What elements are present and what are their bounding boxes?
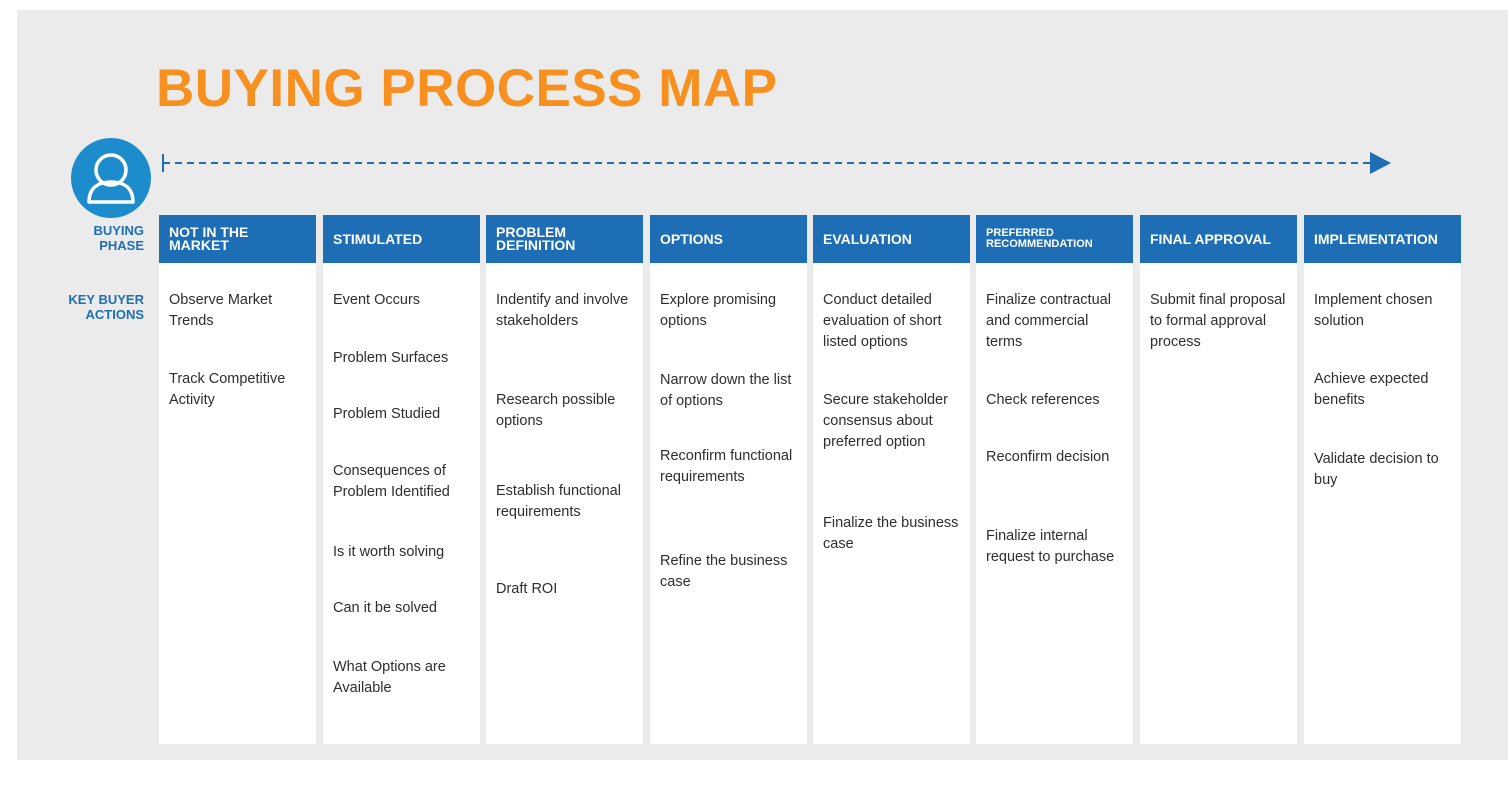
buyer-action: Problem Studied (333, 406, 441, 422)
buyer-action: Consequences of Problem Identified (333, 463, 450, 500)
buyer-action: Implement chosen solution (1314, 292, 1433, 329)
buyer-action: Explore promising options (660, 292, 777, 329)
buyer-action: Finalize contractual and commercial term… (986, 292, 1111, 350)
buyer-action: Achieve expected benefits (1314, 371, 1429, 408)
buying-phase-label: BUYING PHASE (93, 223, 144, 253)
phase-column: EVALUATION Conduct detailed evaluation of… (813, 215, 970, 744)
dashed-arrow-icon (162, 152, 1391, 174)
buyer-action: Research possible options (496, 392, 616, 429)
phase-header: OPTIONS (650, 215, 807, 263)
buyer-action: Narrow down the list of options (660, 372, 792, 409)
phase-column: PROBLEM DEFINITION Indentify and involve … (486, 215, 643, 744)
phase-header: NOT IN THE MARKET (159, 215, 316, 263)
phase-header: EVALUATION (813, 215, 970, 263)
buyer-action: Finalize the business case (823, 515, 959, 552)
buyer-action: Refine the business case (660, 553, 788, 590)
buyer-action: Problem Surfaces (333, 350, 449, 366)
key-buyer-actions-label: KEY BUYER ACTIONS (68, 292, 144, 322)
buyer-action: Finalize internal request to purchase (986, 528, 1115, 565)
buyer-action: Check references (986, 392, 1100, 408)
buyer-action: Can it be solved (333, 600, 437, 616)
buyer-action: Reconfirm functional requirements (660, 448, 793, 485)
phase-header: IMPLEMENTATION (1304, 215, 1461, 263)
phase-header: PREFERRED RECOMMENDATION (976, 215, 1133, 263)
buyer-action: Reconfirm decision (986, 449, 1110, 465)
buyer-action: Validate decision to buy (1314, 451, 1439, 488)
page-title: BUYING PROCESS MAP (156, 59, 778, 118)
buyer-action: Establish functional requirements (496, 483, 621, 520)
buyer-action: Indentify and involve stakeholders (496, 292, 629, 329)
buyer-action: Conduct detailed evaluation of short lis… (823, 292, 942, 350)
buyer-action: Draft ROI (496, 581, 558, 597)
buyer-action: Is it worth solving (333, 544, 445, 560)
buyer-action: Event Occurs (333, 292, 421, 308)
phase-column: PREFERRED RECOMMENDATION Finalize contrac… (976, 215, 1133, 744)
buyer-action: What Options are Available (333, 659, 446, 696)
buyer-action: Secure stakeholder consensus about prefe… (823, 392, 948, 450)
phase-header: FINAL APPROVAL (1140, 215, 1297, 263)
buyer-action: Submit final proposal to formal approval… (1150, 292, 1286, 350)
buyer-action: Track Competitive Activity (169, 371, 286, 408)
user-icon (71, 138, 151, 218)
phase-header: PROBLEM DEFINITION (486, 215, 643, 263)
phase-column: FINAL APPROVAL Submit final proposal to f… (1140, 215, 1297, 744)
phase-header: STIMULATED (323, 215, 480, 263)
buyer-action: Observe Market Trends (169, 292, 273, 329)
